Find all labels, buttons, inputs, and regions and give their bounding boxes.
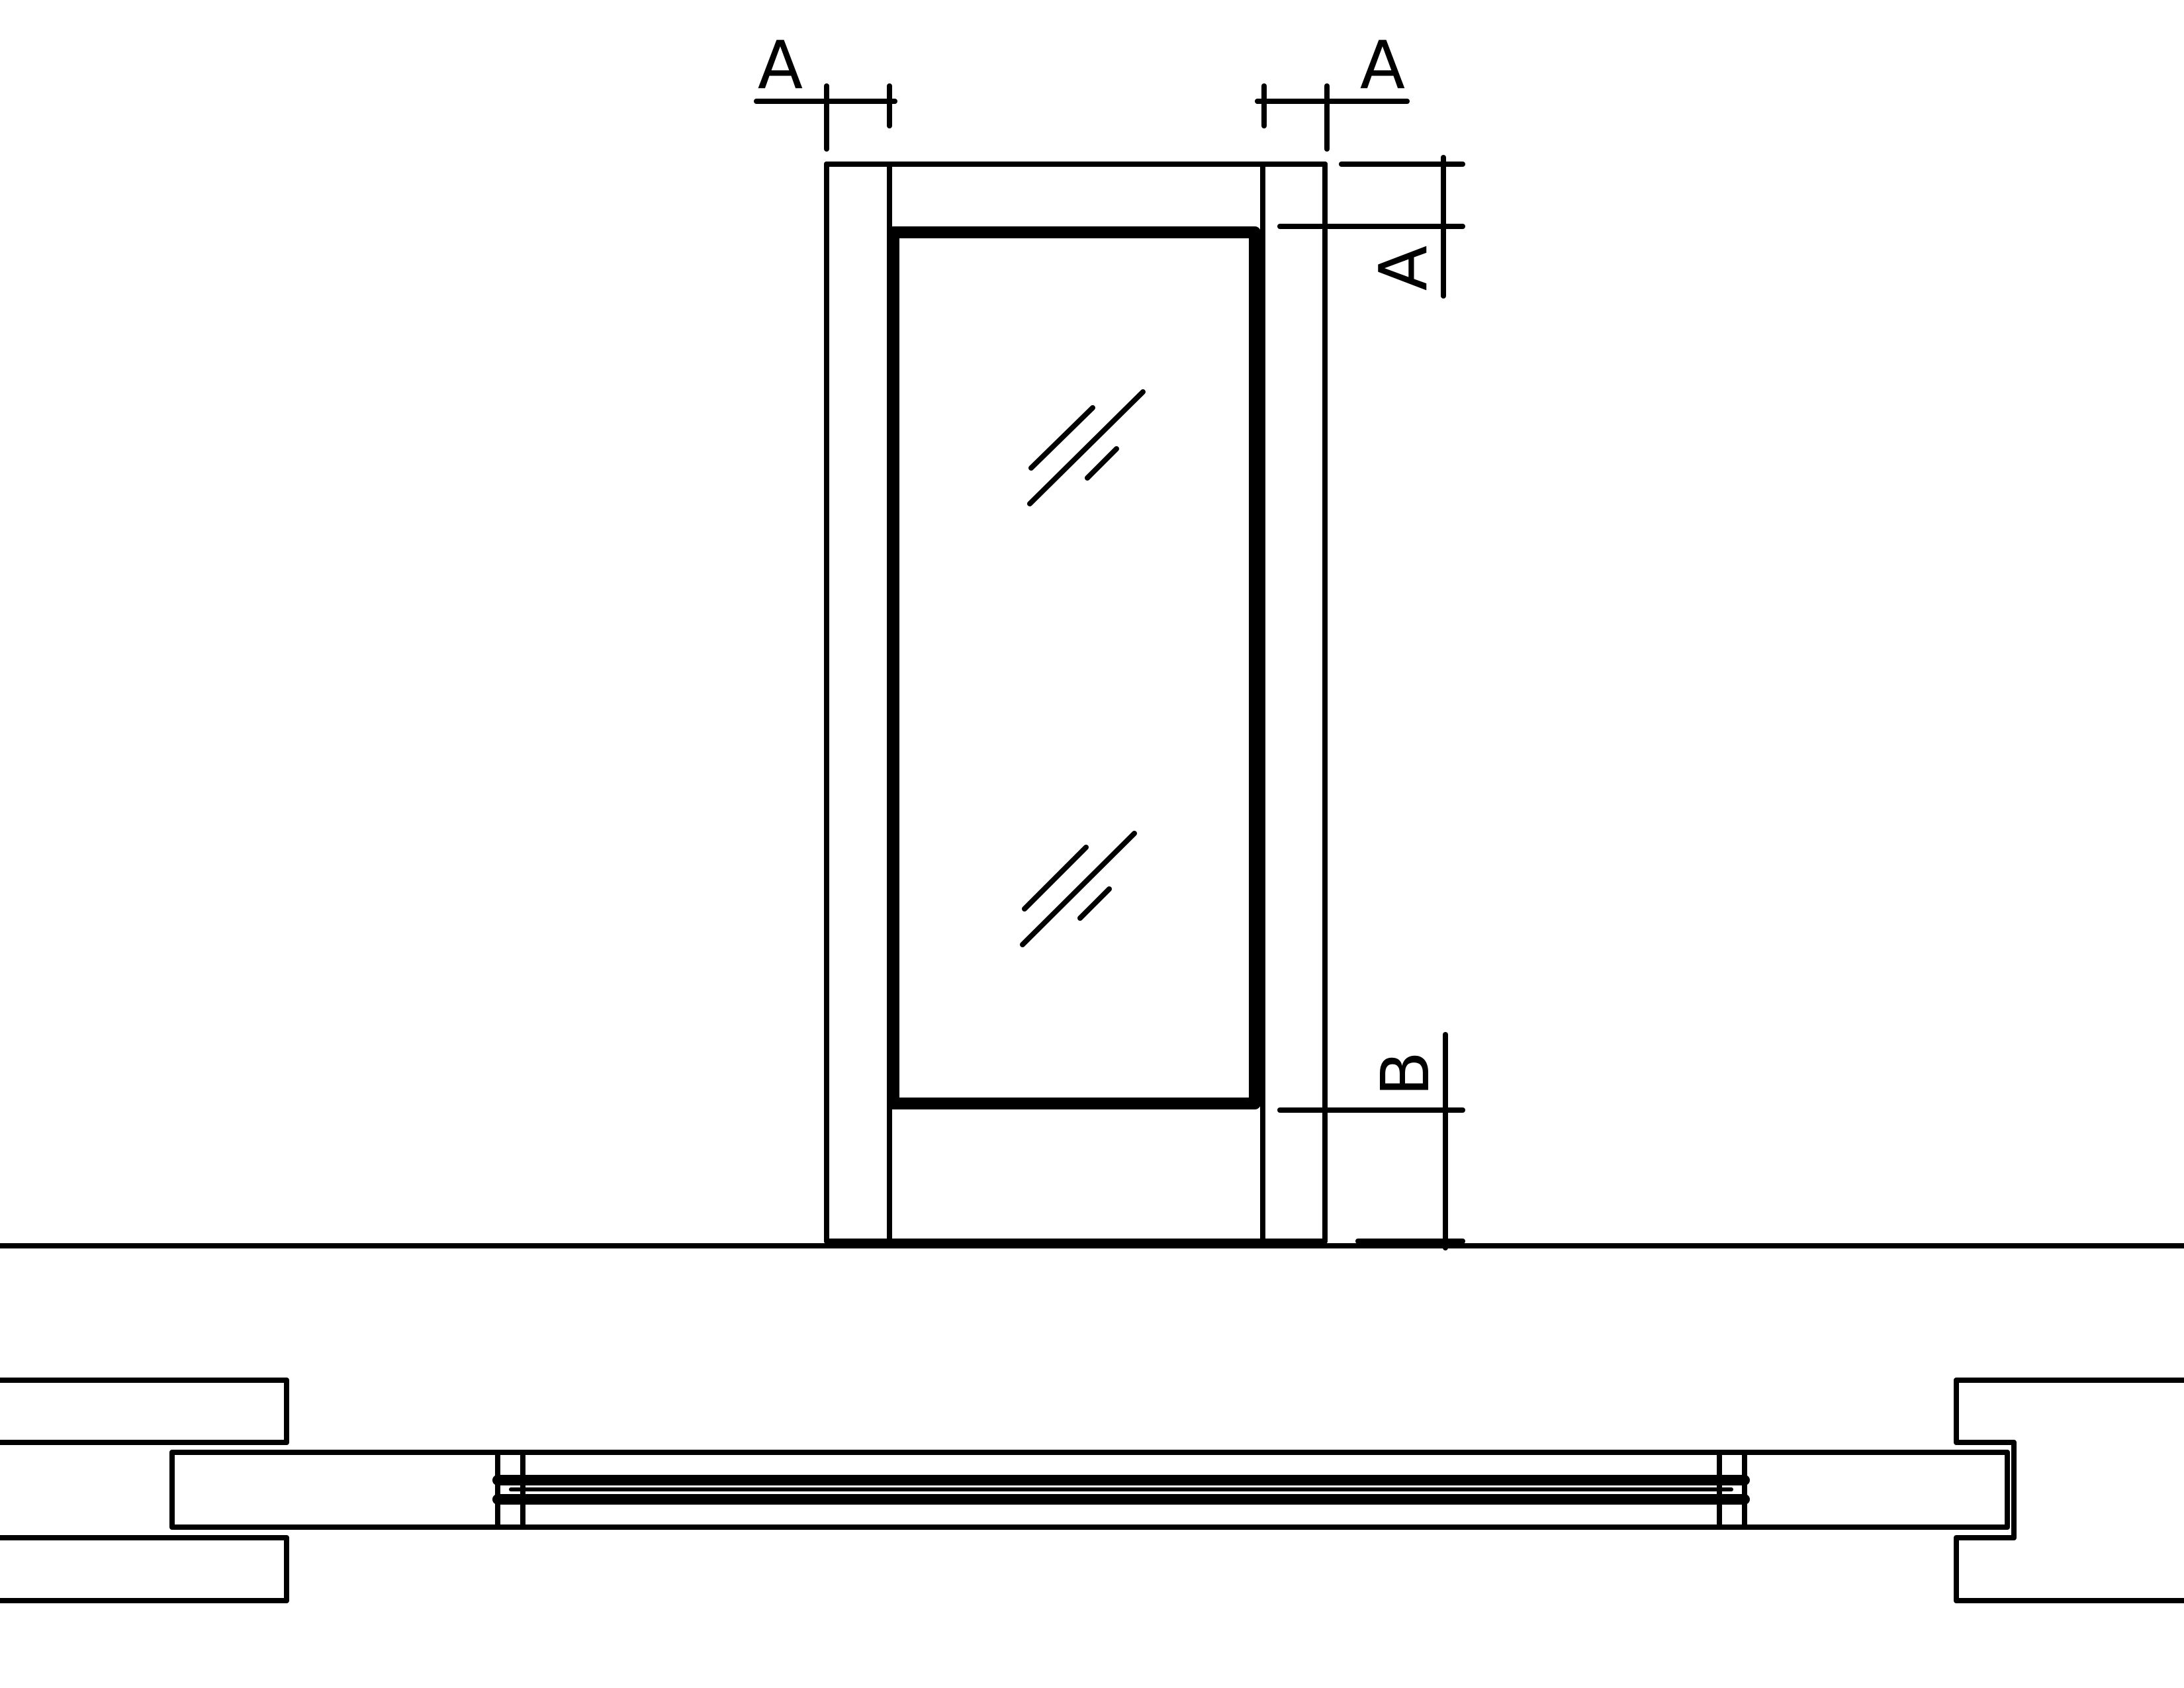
glass-reflection-icon [1027, 389, 1146, 506]
dimension-bottom-rail [1277, 1032, 1465, 1250]
door-leaf-plan [492, 1450, 1750, 1530]
dimension-head-rail [1277, 155, 1465, 299]
door-elevation [0, 162, 2184, 1248]
dimension-top-left [754, 83, 897, 152]
dimension-label-bottom-rail: B [1367, 1051, 1444, 1097]
door-plan-section [0, 1378, 2184, 1603]
glass-panel [887, 226, 1261, 1109]
dimension-label-top-right: A [1360, 26, 1405, 104]
dimension-label-head-rail: A [1365, 246, 1442, 291]
dimension-top-right [1255, 83, 1410, 152]
glass-reflection-icon [1020, 831, 1137, 947]
dimension-label-top-left: A [758, 26, 803, 104]
door-frame [824, 162, 1328, 1244]
